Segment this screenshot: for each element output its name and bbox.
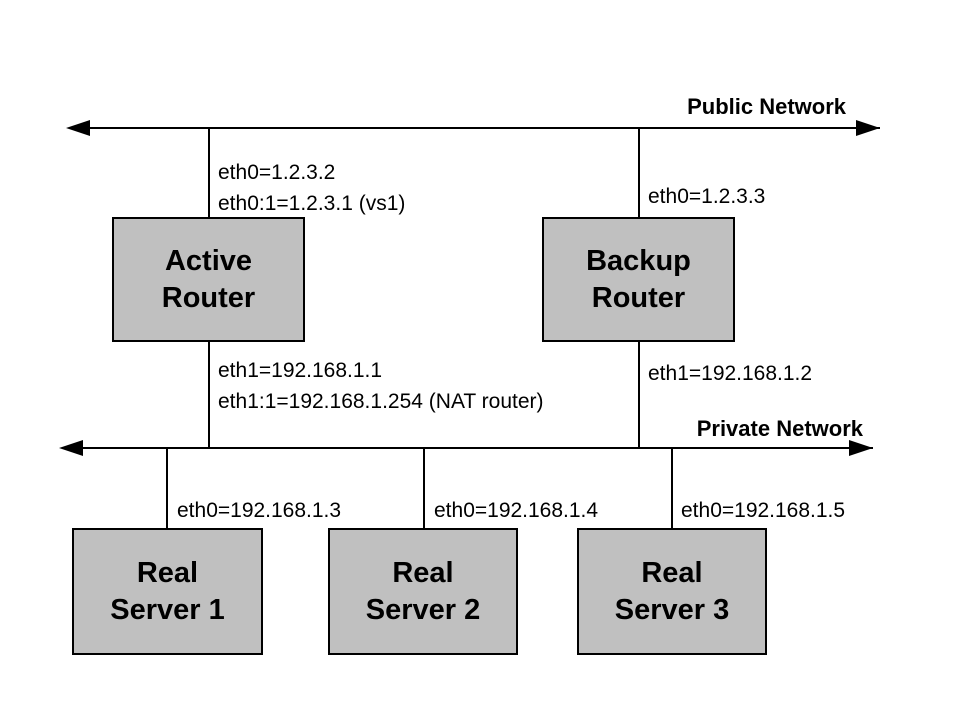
real-server-2-name-line1: Real [392,556,454,589]
public-network-bus-line [70,127,880,129]
real-server-3-name-line1: Real [641,556,703,589]
real-server-1-box: Real Server 1 [72,528,263,655]
backup-router-public-link-line [638,127,640,217]
real-server-1-name-line1: Real [136,556,199,589]
active-router-name-line1: Active [164,244,253,277]
private-network-label: Private Network [696,416,863,441]
backup-router-private-link-line [638,342,640,448]
backup-router-eth1-label: eth1=192.168.1.2 [648,362,813,385]
backup-router-name-line1: Backup [586,244,691,277]
backup-router-eth0-label: eth0=1.2.3.3 [648,185,766,208]
real-server-1-link-line [166,447,168,528]
active-router-eth0-label: eth0=1.2.3.2 [218,161,336,184]
private-network-bus-line [63,447,873,449]
private-network-right-arrow-icon [849,440,873,456]
backup-router-box: Backup Router [542,217,735,342]
real-server-1-name-line2: Server 1 [110,593,225,626]
active-router-public-link-line [208,127,210,217]
active-router-eth1-alias-label: eth1:1=192.168.1.254 (NAT router) [218,390,544,413]
real-server-2-eth0-label: eth0=192.168.1.4 [434,499,599,522]
public-network-right-arrow-icon [856,120,880,136]
active-router-public-iface-label: eth0=1.2.3.2 eth0:1=1.2.3.1 (vs1) [218,157,405,219]
active-router-private-iface-label: eth1=192.168.1.1 eth1:1=192.168.1.254 (N… [218,355,544,417]
real-server-1-eth0-label: eth0=192.168.1.3 [177,499,342,522]
private-network-left-arrow-icon [59,440,83,456]
active-router-eth1-label: eth1=192.168.1.1 [218,359,383,382]
active-router-private-link-line [208,342,210,448]
active-router-box: Active Router [112,217,305,342]
real-server-3-name-line2: Server 3 [614,593,730,626]
real-server-3-eth0-label: eth0=192.168.1.5 [681,499,846,522]
real-server-2-name-line2: Server 2 [365,593,481,626]
backup-router-name-line2: Router [591,281,686,314]
real-server-3-link-line [671,447,673,528]
active-router-eth0-alias-label: eth0:1=1.2.3.1 (vs1) [218,192,406,215]
public-network-left-arrow-icon [66,120,90,136]
real-server-3-box: Real Server 3 [577,528,767,655]
real-server-2-box: Real Server 2 [328,528,518,655]
active-router-name-line2: Router [161,281,256,314]
public-network-label: Public Network [687,94,846,119]
real-server-2-link-line [423,447,425,528]
